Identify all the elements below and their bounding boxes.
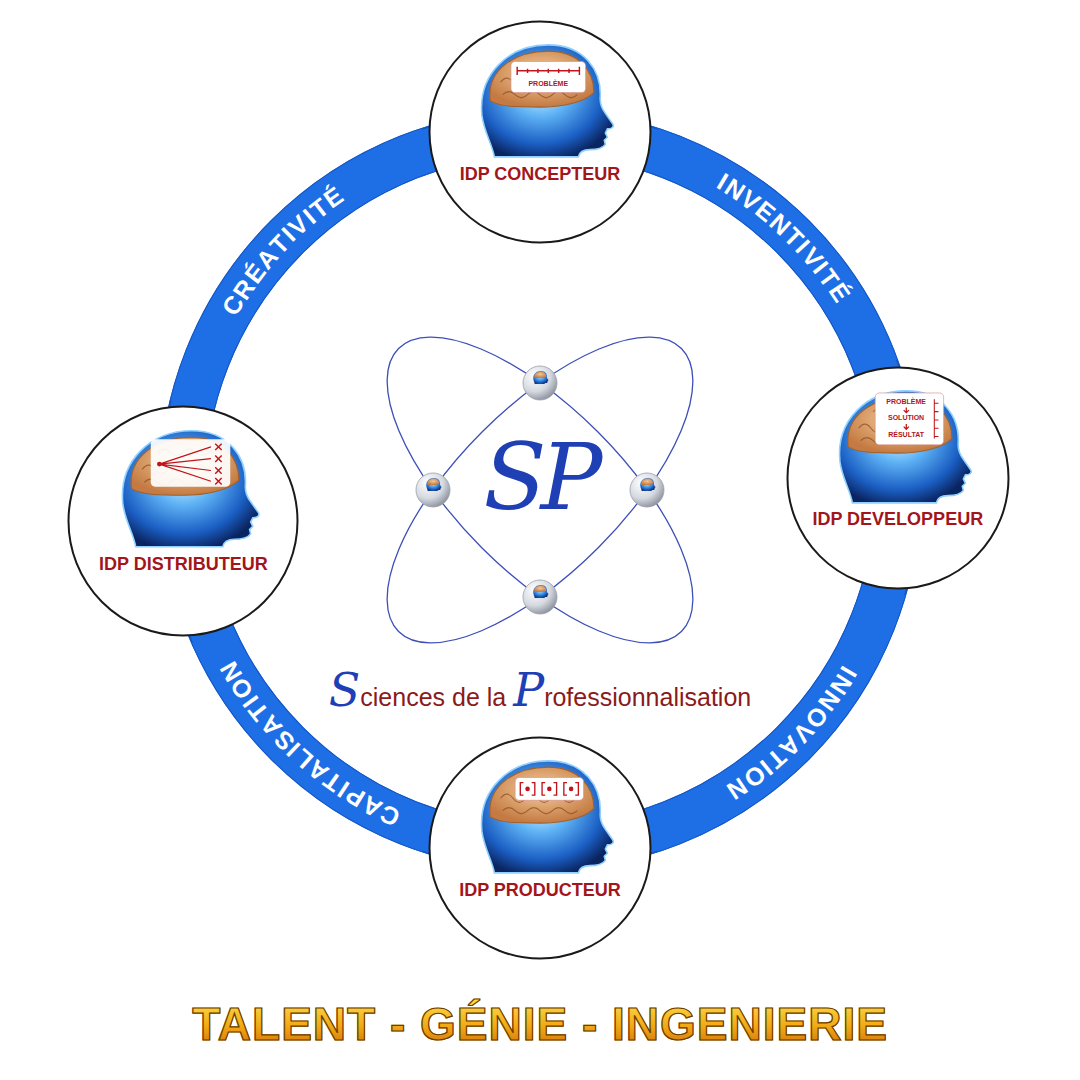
circle-outline bbox=[428, 736, 652, 960]
head-illustration bbox=[839, 390, 971, 502]
head-illustration bbox=[482, 45, 614, 157]
slogan: TALENT - GÉNIE - INGENIERIE bbox=[192, 998, 888, 1051]
brain-icon bbox=[151, 440, 230, 487]
icon-caption: SOLUTION bbox=[888, 414, 924, 421]
role-name: IDP DISTRIBUTEUR bbox=[99, 554, 268, 576]
circle-outline bbox=[430, 738, 651, 959]
orbit-spheres bbox=[416, 366, 664, 614]
mini-head bbox=[640, 478, 655, 491]
ring-segment bbox=[212, 634, 429, 831]
role-circle: IDP CONCEPTEUR bbox=[428, 20, 652, 244]
brain-icon bbox=[511, 61, 586, 92]
mini-head bbox=[426, 478, 441, 491]
role-circle: IDP PRODUCTEUR bbox=[428, 736, 652, 960]
icon-caption: RÉSULTAT bbox=[888, 430, 924, 437]
ring-rim bbox=[204, 154, 876, 826]
circle-outline bbox=[67, 405, 299, 637]
role-name: IDP CONCEPTEUR bbox=[460, 164, 621, 186]
circle-outline bbox=[787, 367, 1008, 588]
circle-outline bbox=[430, 22, 651, 243]
icon-caption: PROBLÈME bbox=[886, 397, 926, 404]
orbit-sphere bbox=[416, 473, 450, 507]
ring-word: INNOVATION bbox=[712, 647, 873, 814]
orbit-sphere bbox=[523, 580, 557, 614]
brain-icon bbox=[515, 777, 583, 800]
icon-caption: PROBLÈME bbox=[528, 80, 568, 87]
head-illustration bbox=[123, 431, 259, 547]
ring-word: INVENTIVITÉ bbox=[697, 157, 864, 318]
ring-segment bbox=[192, 150, 429, 406]
orbit-sphere bbox=[630, 473, 664, 507]
ring-word: CRÉATIVITÉ bbox=[208, 172, 359, 331]
ring-word: CAPITALISATION bbox=[206, 646, 415, 840]
head-illustration bbox=[482, 761, 614, 873]
logo-monogram: SP bbox=[484, 432, 597, 524]
orbit-ellipse bbox=[341, 291, 740, 690]
ring-segment bbox=[651, 150, 877, 368]
mini-head bbox=[533, 371, 548, 384]
brain-icon bbox=[875, 392, 943, 444]
role-name: IDP DEVELOPPEUR bbox=[812, 509, 983, 531]
circle-outline bbox=[69, 407, 298, 636]
orbit-ellipse bbox=[341, 291, 740, 690]
brand-name: Sciences de la Professionnalisation bbox=[329, 665, 751, 716]
role-circle: IDP DISTRIBUTEUR bbox=[67, 405, 299, 637]
circle-outline bbox=[428, 20, 652, 244]
role-name: IDP PRODUCTEUR bbox=[459, 880, 621, 902]
orbit-sphere bbox=[523, 366, 557, 400]
mini-head bbox=[533, 585, 548, 598]
